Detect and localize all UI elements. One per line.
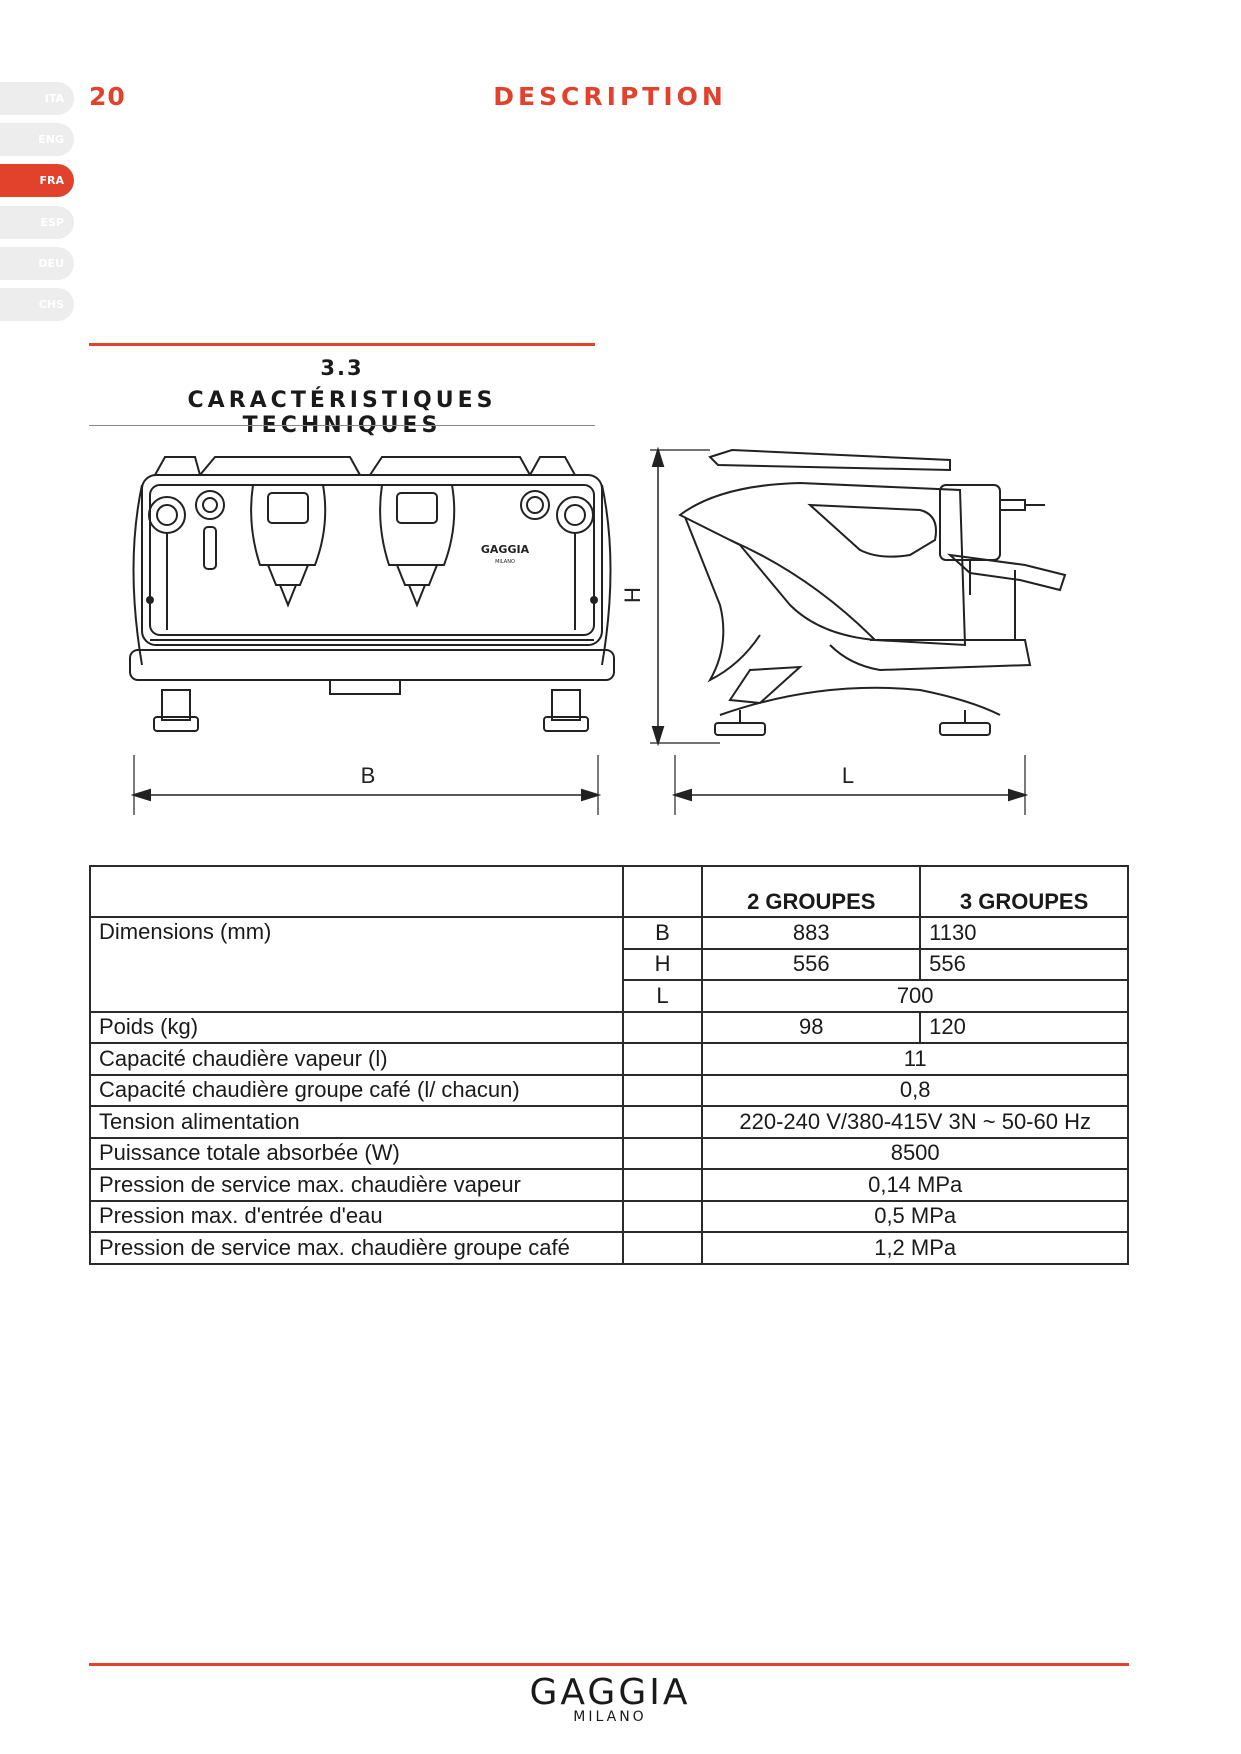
steam-capacity-value: 11 <box>701 1042 1129 1076</box>
coffee-pressure-symbol <box>621 1231 704 1265</box>
dim-h-symbol: H <box>621 947 704 981</box>
front-view: GAGGIA MILANO B <box>129 456 615 815</box>
water-pressure-label: Pression max. d'entrée d'eau <box>89 1199 624 1233</box>
page-number: 20 <box>89 82 126 111</box>
side-view: H <box>620 446 1067 815</box>
power-symbol <box>621 1136 704 1170</box>
lang-tab-eng[interactable]: ENG <box>0 123 74 156</box>
badge-sub: MILANO <box>495 559 515 565</box>
coffee-capacity-label: Capacité chaudière groupe café (l/ chacu… <box>89 1073 624 1107</box>
machine-drawing-svg: GAGGIA MILANO B H <box>129 446 1067 815</box>
table-row: Capacité chaudière groupe café (l/ chacu… <box>89 1073 1129 1107</box>
weight-2: 98 <box>701 1010 922 1044</box>
table-row: Puissance totale absorbée (W) 8500 <box>89 1136 1129 1170</box>
table-header-row: 2 GROUPES 3 GROUPES <box>89 865 1129 918</box>
weight-symbol <box>621 1010 704 1044</box>
lang-tab-ita[interactable]: ITA <box>0 82 74 115</box>
lang-tab-fra[interactable]: FRA <box>0 164 74 197</box>
header-3-groupes: 3 GROUPES <box>919 865 1129 918</box>
label-h: H <box>620 587 645 603</box>
header-title: DESCRIPTION <box>493 82 727 111</box>
table-row: Dimensions (mm) B 883 1130 <box>89 916 1129 1013</box>
lang-tab-chs[interactable]: CHS <box>0 288 74 321</box>
brand-sub: MILANO <box>573 1709 647 1725</box>
steam-capacity-label: Capacité chaudière vapeur (l) <box>89 1042 624 1076</box>
brand-logo: GAGGIA <box>529 1672 691 1713</box>
footer-brand: GAGGIA MILANO <box>520 1672 700 1725</box>
table-row: Pression de service max. chaudière vapeu… <box>89 1168 1129 1202</box>
water-pressure-value: 0,5 MPa <box>701 1199 1129 1233</box>
section-rule-bottom <box>89 425 595 426</box>
dim-b-3: 1130 <box>919 916 1129 950</box>
machine-drawing: GAGGIA MILANO B H <box>120 445 1120 825</box>
coffee-pressure-value: 1,2 MPa <box>701 1231 1129 1265</box>
dim-h-3: 556 <box>919 947 1129 981</box>
table-row: H 556 556 <box>90 947 1129 981</box>
header-empty-sym <box>621 865 704 918</box>
coffee-pressure-label: Pression de service max. chaudière group… <box>89 1231 624 1265</box>
voltage-value: 220-240 V/380-415V 3N ~ 50-60 Hz <box>701 1105 1129 1139</box>
footer-rule <box>89 1663 1129 1666</box>
coffee-capacity-symbol <box>621 1073 704 1107</box>
section-number: 3.3 <box>320 356 364 380</box>
table-row: L 700 <box>90 979 1129 1013</box>
dim-h-2: 556 <box>701 947 922 981</box>
dim-b-symbol: B <box>621 916 704 950</box>
water-pressure-symbol <box>621 1199 704 1233</box>
steam-pressure-value: 0,14 MPa <box>701 1168 1129 1202</box>
label-b: B <box>361 763 376 788</box>
section-rule-top <box>89 343 595 346</box>
badge-brand: GAGGIA <box>481 543 530 556</box>
spec-table: 2 GROUPES 3 GROUPES Dimensions (mm) B 88… <box>89 865 1129 1265</box>
dim-b-2: 883 <box>701 916 922 950</box>
table-row: Poids (kg) 98 120 <box>89 1010 1129 1044</box>
table-row: Pression de service max. chaudière group… <box>89 1231 1129 1265</box>
table-row: Tension alimentation 220-240 V/380-415V … <box>89 1105 1129 1139</box>
weight-3: 120 <box>919 1010 1129 1044</box>
header-empty-label <box>89 865 624 918</box>
voltage-symbol <box>621 1105 704 1139</box>
section-title: CARACTÉRISTIQUES TECHNIQUES <box>187 388 497 438</box>
coffee-capacity-value: 0,8 <box>701 1073 1129 1107</box>
weight-label: Poids (kg) <box>89 1010 624 1044</box>
table-row: Capacité chaudière vapeur (l) 11 <box>89 1042 1129 1076</box>
lang-tab-esp[interactable]: ESP <box>0 206 74 239</box>
steam-pressure-symbol <box>621 1168 704 1202</box>
label-l: L <box>842 763 854 788</box>
table-row: Pression max. d'entrée d'eau 0,5 MPa <box>89 1199 1129 1233</box>
steam-pressure-label: Pression de service max. chaudière vapeu… <box>89 1168 624 1202</box>
steam-capacity-symbol <box>621 1042 704 1076</box>
dim-l-all: 700 <box>701 979 1129 1013</box>
header-2-groupes: 2 GROUPES <box>701 865 922 918</box>
lang-tab-deu[interactable]: DEU <box>0 247 74 280</box>
dim-l-symbol: L <box>621 979 704 1013</box>
voltage-label: Tension alimentation <box>89 1105 624 1139</box>
dimensions-label: Dimensions (mm) <box>89 916 624 1013</box>
power-label: Puissance totale absorbée (W) <box>89 1136 624 1170</box>
power-value: 8500 <box>701 1136 1129 1170</box>
